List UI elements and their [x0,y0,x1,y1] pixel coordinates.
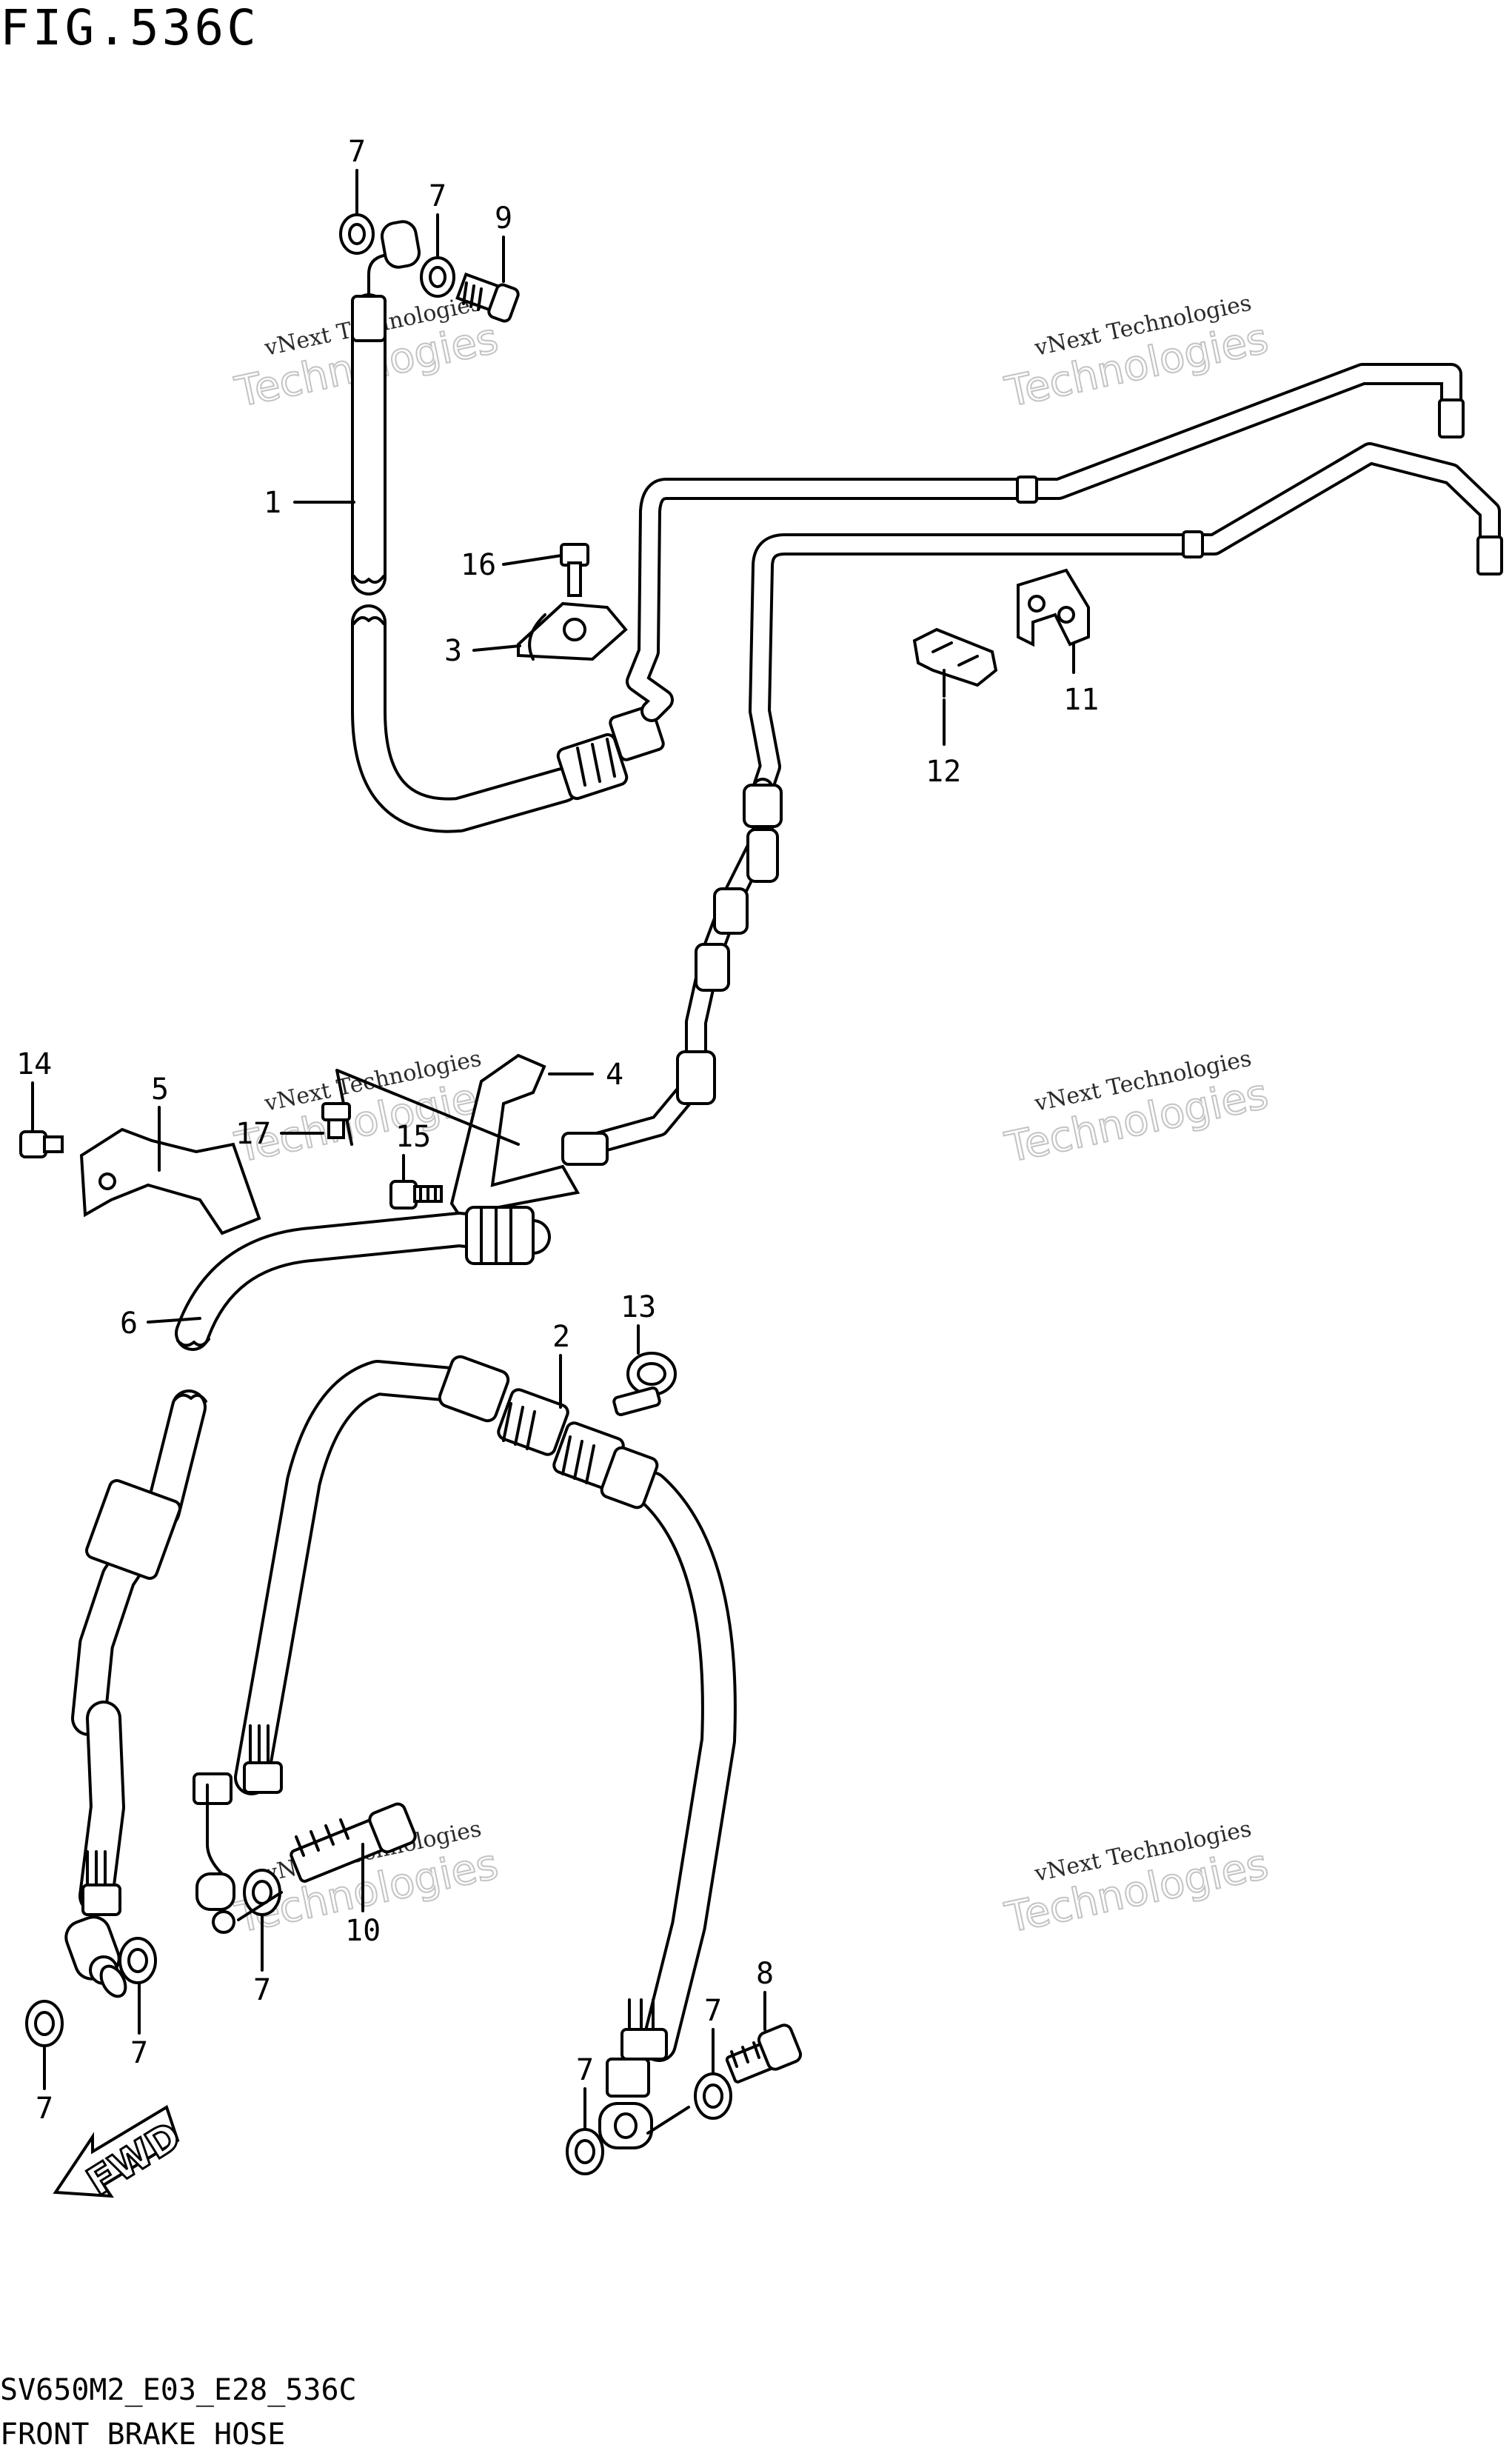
bolt-10 [290,1802,417,1883]
watermark-3: vNext Technologies Technologies [230,1046,503,1173]
fwd-arrow: FWD [53,2105,190,2206]
bolt-17 [321,1102,351,1139]
pipe-union-1 [743,784,783,828]
bracket-3 [517,601,628,661]
clamp-12 [912,627,998,698]
callout-10: 10 [345,1914,381,1948]
watermark-4: vNext Technologies Technologies [1000,1046,1273,1173]
callout-7: 7 [36,2092,53,2126]
pipe-nut-top-2 [1476,535,1503,575]
watermark-6: vNext Technologies Technologies [1000,1816,1273,1943]
callout-12: 12 [926,755,961,789]
clamp-11 [1017,568,1090,647]
brake-pipes [561,363,1503,1166]
callout-1: 1 [264,486,281,520]
callout-11: 11 [1063,683,1099,717]
bolt-8 [725,2023,803,2083]
callout-15: 15 [395,1120,431,1154]
bolt-14 [19,1130,64,1158]
callout-7: 7 [704,1994,722,2028]
bracket-4 [335,1053,581,1217]
callout-9: 9 [495,201,512,236]
figure-caption: FRONT BRAKE HOSE [0,2418,285,2452]
leader-lines [31,169,1075,2131]
callout-4: 4 [606,1058,623,1092]
callout-2: 2 [552,1320,570,1354]
pipe-nut-top-1 [1438,398,1465,438]
callout-7: 7 [253,1973,271,2007]
bracket-5 [79,1127,261,1235]
callout-17: 17 [235,1117,271,1151]
callout-8: 8 [756,1957,774,1991]
clamp-13 [612,1352,677,1417]
callout-14: 14 [16,1047,52,1081]
callout-7: 7 [429,179,446,213]
figure-title: FIG.536C [0,0,259,56]
callout-13: 13 [620,1290,656,1324]
bolt-9 [455,272,520,323]
callout-7: 7 [576,2053,594,2087]
figure-code: SV650M2_E03_E28_536C [0,2373,357,2407]
callout-7: 7 [130,2036,148,2070]
bolt-15 [389,1180,443,1210]
callout-3: 3 [444,634,462,668]
part-2-right-hose [193,1355,737,2149]
hose-6-upper-fitting [465,1206,535,1265]
upper-banjo-hardware [339,213,520,323]
callouts: 7 7 9 1 16 3 11 12 14 5 17 15 4 6 13 2 1… [16,135,1099,2126]
bolt-16 [560,543,589,597]
banjo-eye [380,220,421,269]
callout-7: 7 [348,135,366,169]
callout-5: 5 [151,1072,169,1107]
callout-16: 16 [461,548,496,582]
callout-6: 6 [120,1307,138,1341]
part-6-left-hose [64,1206,551,1998]
watermark-2: vNext Technologies Technologies [1000,290,1273,418]
part-1-upper-hose [351,254,665,833]
